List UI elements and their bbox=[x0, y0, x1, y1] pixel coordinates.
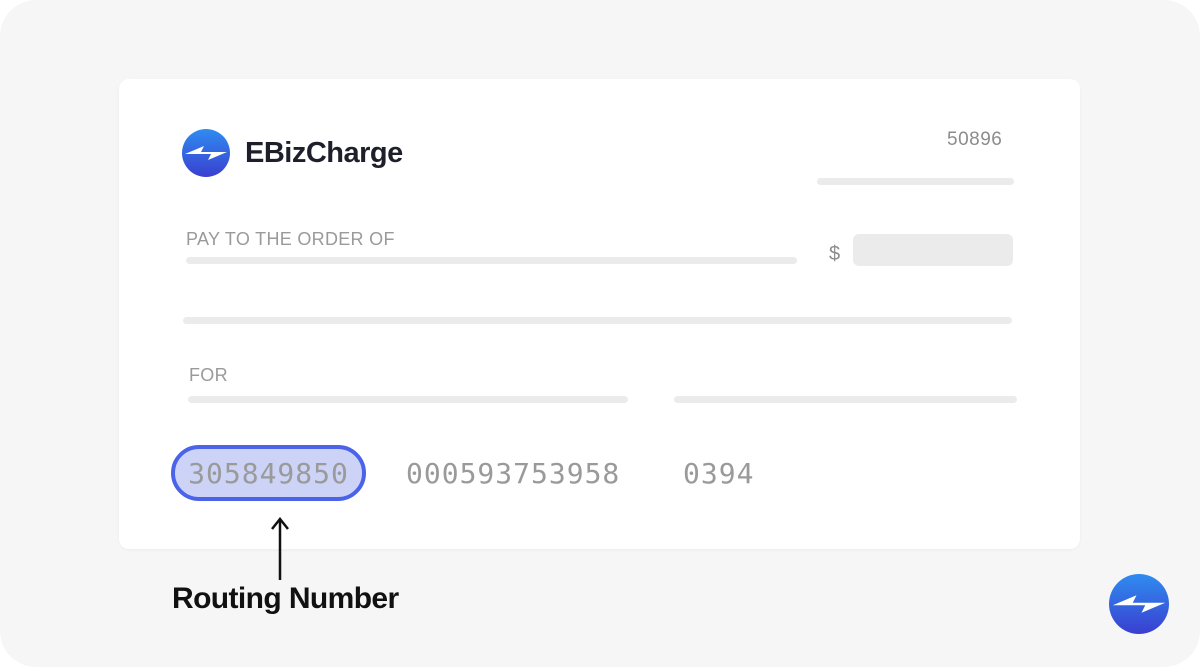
pay-to-line bbox=[186, 257, 797, 264]
signature-line bbox=[674, 396, 1017, 403]
routing-number: 305849850 bbox=[188, 456, 349, 490]
memo-label: FOR bbox=[189, 365, 228, 385]
ebizcharge-logo-icon bbox=[182, 129, 230, 177]
memo-line bbox=[188, 396, 628, 403]
amount-box bbox=[853, 234, 1013, 266]
routing-number-highlight: 305849850 bbox=[171, 445, 366, 501]
date-line bbox=[817, 178, 1014, 185]
ebizcharge-logo-icon bbox=[1109, 574, 1169, 634]
amount-words-line bbox=[183, 317, 1012, 324]
currency-symbol: $ bbox=[829, 243, 841, 265]
pay-to-label: PAY TO THE ORDER OF bbox=[186, 229, 395, 249]
check: EBizCharge 50896 PAY TO THE ORDER OF $ F… bbox=[119, 79, 1080, 549]
routing-number-caption: Routing Number bbox=[172, 582, 399, 615]
account-number: 000593753958 bbox=[406, 457, 621, 490]
brand-name: EBizCharge bbox=[245, 136, 403, 169]
check-serial-number: 0394 bbox=[683, 457, 755, 490]
brand-logo: EBizCharge bbox=[182, 129, 403, 177]
arrow-up-icon bbox=[271, 516, 289, 580]
check-number: 50896 bbox=[947, 129, 1003, 150]
